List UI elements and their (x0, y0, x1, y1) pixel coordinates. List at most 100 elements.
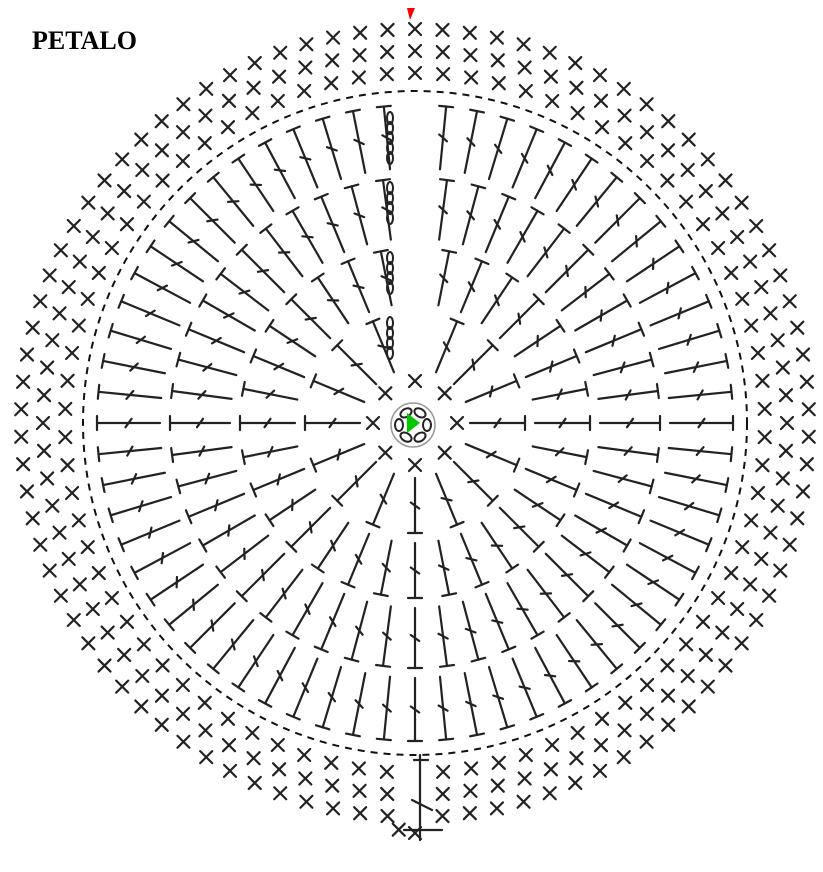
double-crochet-t-icon (436, 319, 464, 372)
single-crochet-x-icon (759, 431, 771, 443)
single-crochet-x-icon (465, 72, 477, 84)
single-crochet-x-icon (755, 553, 767, 565)
single-crochet-x-icon (683, 134, 695, 146)
single-crochet-x-icon (68, 614, 80, 626)
single-crochet-x-icon (381, 788, 393, 800)
single-crochet-x-icon (272, 739, 284, 751)
single-crochet-x-icon (66, 487, 78, 499)
single-crochet-x-icon (464, 807, 476, 819)
double-crochet-t-icon (577, 620, 622, 673)
single-crochet-x-icon (248, 752, 260, 764)
double-crochet-t-icon (374, 250, 392, 305)
double-crochet-t-icon (119, 521, 180, 552)
double-crochet-t-icon (482, 523, 518, 573)
single-crochet-x-icon (27, 322, 39, 334)
single-crochet-x-icon (38, 389, 50, 401)
double-crochet-t-icon (562, 536, 614, 578)
single-crochet-x-icon (682, 164, 694, 176)
single-crochet-x-icon (596, 713, 608, 725)
single-crochet-x-icon (784, 539, 796, 551)
single-crochet-x-icon (519, 62, 531, 74)
single-crochet-x-icon (493, 77, 505, 89)
single-crochet-x-icon (764, 307, 776, 319)
single-crochet-x-icon (34, 539, 46, 551)
single-crochet-x-icon (325, 757, 337, 769)
double-crochet-t-icon (594, 471, 654, 493)
single-crochet-x-icon (572, 107, 584, 119)
double-crochet-t-icon (185, 193, 234, 242)
single-crochet-x-icon (437, 788, 449, 800)
single-crochet-x-icon (73, 514, 85, 526)
single-crochet-x-icon (222, 121, 234, 133)
single-crochet-x-icon (41, 472, 53, 484)
double-crochet-t-icon (311, 444, 364, 472)
single-crochet-x-icon (409, 23, 421, 35)
single-crochet-x-icon (273, 71, 285, 83)
double-crochet-t-icon (177, 353, 237, 375)
double-crochet-t-icon (312, 523, 348, 573)
single-crochet-x-icon (409, 459, 421, 471)
single-crochet-x-icon (156, 144, 168, 156)
single-crochet-x-icon (17, 376, 29, 388)
single-crochet-x-icon (15, 431, 27, 443)
double-crochet-t-icon (109, 324, 171, 349)
double-crochet-t-icon (515, 320, 565, 356)
double-crochet-t-icon (237, 554, 284, 601)
single-crochet-x-icon (82, 637, 94, 649)
single-crochet-x-icon (300, 796, 312, 808)
double-crochet-t-icon (651, 521, 712, 552)
single-crochet-x-icon (21, 485, 33, 497)
single-crochet-x-icon (99, 660, 111, 672)
single-crochet-x-icon (755, 281, 767, 293)
double-crochet-t-icon (595, 603, 644, 652)
single-crochet-x-icon (38, 445, 50, 457)
double-crochet-t-icon (131, 267, 190, 303)
single-crochet-x-icon (763, 244, 775, 256)
double-crochet-t-icon (535, 416, 590, 430)
double-crochet-t-icon (408, 543, 422, 598)
single-crochet-x-icon (136, 670, 148, 682)
single-crochet-x-icon (354, 49, 366, 61)
single-crochet-x-icon (199, 110, 211, 122)
double-crochet-t-icon (528, 224, 570, 276)
single-crochet-x-icon (764, 527, 776, 539)
single-crochet-x-icon (596, 121, 608, 133)
single-crochet-x-icon (106, 242, 118, 254)
chain-oval-icon (399, 431, 413, 444)
single-crochet-x-icon (382, 810, 394, 822)
single-crochet-x-icon (595, 739, 607, 751)
single-crochet-x-icon (274, 787, 286, 799)
single-crochet-x-icon (274, 47, 286, 59)
single-crochet-x-icon (73, 320, 85, 332)
double-crochet-t-icon (266, 490, 316, 526)
double-crochet-t-icon (342, 534, 370, 587)
single-crochet-x-icon (750, 614, 762, 626)
single-crochet-x-icon (298, 85, 310, 97)
single-crochet-x-icon (224, 69, 236, 81)
single-crochet-x-icon (82, 293, 94, 305)
single-crochet-x-icon (641, 708, 653, 720)
single-crochet-x-icon (736, 541, 748, 553)
single-crochet-x-icon (544, 47, 556, 59)
double-crochet-t-icon (439, 606, 454, 666)
single-crochet-x-icon (327, 802, 339, 814)
single-crochet-x-icon (756, 375, 768, 387)
double-crochet-t-icon (345, 602, 367, 662)
single-crochet-x-icon (138, 196, 150, 208)
single-crochet-x-icon (354, 785, 366, 797)
double-crochet-t-icon (259, 139, 295, 198)
double-crochet-t-icon (109, 497, 171, 522)
double-crochet-t-icon (186, 323, 244, 352)
single-crochet-x-icon (439, 387, 451, 399)
single-crochet-x-icon (569, 777, 581, 789)
single-crochet-x-icon (697, 218, 709, 230)
single-crochet-x-icon (745, 320, 757, 332)
double-crochet-t-icon (208, 620, 253, 673)
chain-oval-icon (395, 419, 403, 431)
double-crochet-t-icon (627, 241, 683, 282)
single-crochet-x-icon (641, 736, 653, 748)
single-crochet-x-icon (736, 637, 748, 649)
double-crochet-t-icon (287, 659, 318, 720)
double-crochet-t-icon (526, 350, 579, 378)
